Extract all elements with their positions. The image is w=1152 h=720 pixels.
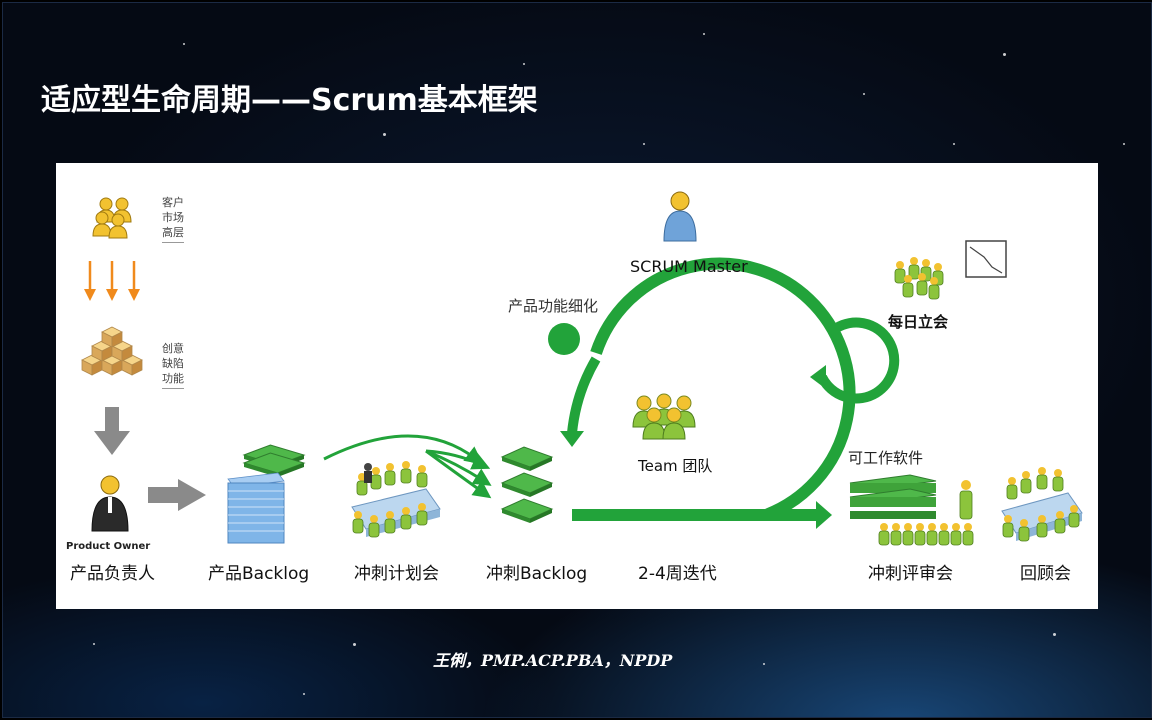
product-backlog-label: 产品Backlog [208, 564, 310, 584]
scrum-master-person-icon [663, 191, 697, 242]
customers-group-icon [92, 197, 132, 239]
review-audience-icon [878, 522, 974, 546]
daily-loop-arrow-head [810, 365, 826, 389]
working-software-label: 可工作软件 [848, 449, 924, 467]
retrospective-label: 回顾会 [1020, 564, 1071, 584]
daily-standup-label: 每日立会 [888, 313, 949, 331]
product-backlog-stack-icon [227, 444, 305, 544]
idea-notes: 创意 缺陷 功能 [162, 341, 184, 389]
gray-down-arrow [94, 407, 130, 455]
customer-note-2: 市场 [162, 211, 184, 224]
working-software-stack-icon [849, 474, 937, 519]
customer-notes: 客户 市场 高层 [162, 195, 184, 243]
refinement-dot [548, 323, 580, 355]
presenter-person-icon [959, 480, 973, 520]
retrospective-meeting-icon [1001, 466, 1083, 542]
scrum-diagram [81, 191, 1083, 546]
idea-note-2: 缺陷 [162, 357, 184, 370]
presenter-credit: 王俐，PMP.ACP.PBA，NPDP [433, 651, 673, 670]
idea-note-1: 创意 [162, 342, 184, 355]
gray-right-arrow [148, 479, 206, 511]
arrows-down-icon [84, 261, 140, 301]
sprint-cycle-loop [572, 257, 856, 521]
loop-arrow-head [816, 501, 832, 529]
customer-note-1: 客户 [162, 196, 184, 209]
product-owner-person-icon [91, 475, 129, 532]
note-divider [162, 242, 184, 243]
daily-standup-loop [817, 317, 900, 404]
product-owner-en-label: Product Owner [66, 541, 151, 552]
sprint-planning-meeting-icon [351, 460, 441, 538]
customer-note-3: 高层 [162, 226, 184, 239]
sprint-backlog-label: 冲刺Backlog [486, 564, 588, 584]
idea-note-3: 功能 [162, 372, 184, 385]
product-owner-label: 产品负责人 [70, 564, 155, 584]
team-group-icon [632, 393, 696, 440]
scrum-diagram-panel: 客户 市场 高层 创意 缺陷 功能 Product Owner 产品负责人 产品… [56, 163, 1098, 609]
team-label: Team 团队 [638, 457, 713, 475]
scrum-master-label: SCRUM Master [630, 257, 748, 276]
slide-title: 适应型生命周期——Scrum基本框架 [41, 83, 538, 118]
planning-to-backlog-arrows [323, 434, 492, 499]
sprint-backlog-stack-icon [501, 446, 553, 524]
daily-standup-people-icon [894, 256, 944, 300]
note-divider [162, 388, 184, 389]
refinement-label: 产品功能细化 [508, 297, 599, 315]
burndown-chart-icon [965, 240, 1007, 278]
iteration-label: 2-4周迭代 [638, 564, 717, 584]
boxes-icon [81, 326, 143, 376]
refinement-arrow [560, 356, 601, 447]
sprint-review-label: 冲刺评审会 [868, 564, 953, 584]
sprint-planning-label: 冲刺计划会 [354, 564, 439, 584]
